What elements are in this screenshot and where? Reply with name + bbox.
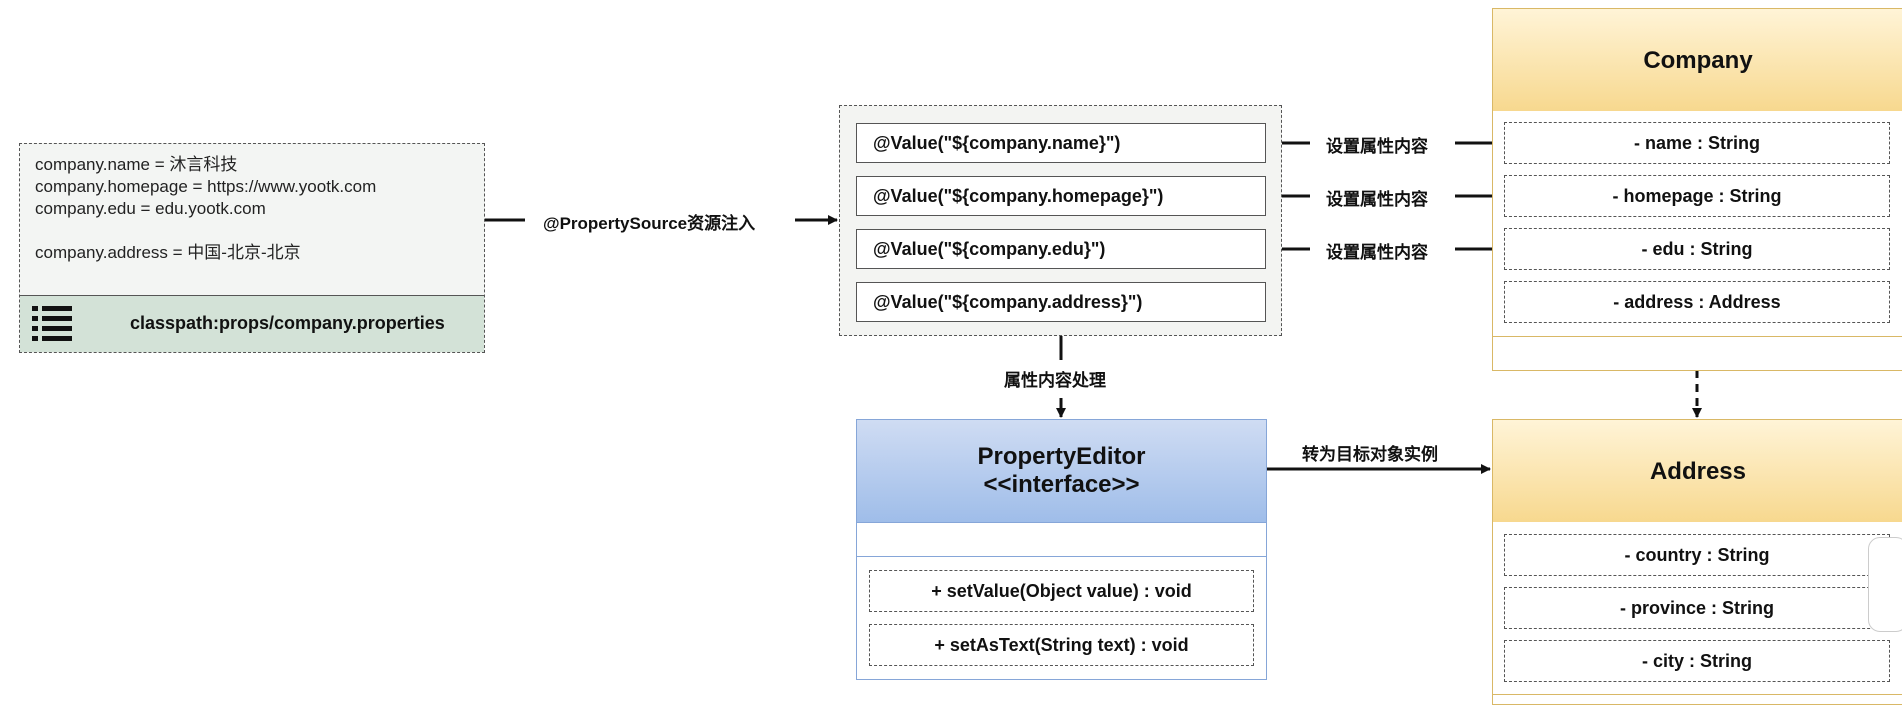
- property-line: company.address = 中国-北京-北京: [35, 243, 301, 262]
- property-editor-title: PropertyEditor: [977, 443, 1146, 470]
- method-set-value: + setValue(Object value) : void: [869, 570, 1254, 612]
- address-member-country: - country : String: [1504, 534, 1890, 576]
- company-member-address: - address : Address: [1504, 281, 1890, 323]
- properties-footer: classpath:props/company.properties: [20, 295, 484, 352]
- value-annotation-name: @Value("${company.name}"): [856, 123, 1266, 163]
- address-class-title: Address: [1492, 419, 1902, 524]
- value-annotation-address: @Value("${company.address}"): [856, 282, 1266, 322]
- property-line: [35, 220, 376, 242]
- property-editor-header: PropertyEditor <<interface>>: [856, 419, 1267, 523]
- value-annotation-group: @Value("${company.name}") @Value("${comp…: [839, 105, 1282, 336]
- list-icon: [32, 306, 72, 341]
- property-line: company.edu = edu.yootk.com: [35, 199, 266, 218]
- address-member-province: - province : String: [1504, 587, 1890, 629]
- company-class-title: Company: [1492, 8, 1902, 113]
- property-editor-divider: [856, 556, 1267, 557]
- property-line: company.homepage = https://www.yootk.com: [35, 177, 377, 196]
- property-line: company.name = 沐言科技: [35, 155, 238, 174]
- set-property-label: 设置属性内容: [1326, 190, 1428, 209]
- company-member-edu: - edu : String: [1504, 228, 1890, 270]
- property-source-label: @PropertySource资源注入: [543, 214, 756, 233]
- classpath-label: classpath:props/company.properties: [130, 313, 445, 333]
- value-annotation-homepage: @Value("${company.homepage}"): [856, 176, 1266, 216]
- company-member-homepage: - homepage : String: [1504, 175, 1890, 217]
- properties-content: company.name = 沐言科技 company.homepage = h…: [35, 154, 376, 264]
- floating-side-widget[interactable]: [1868, 537, 1902, 632]
- value-annotation-edu: @Value("${company.edu}"): [856, 229, 1266, 269]
- set-property-label: 设置属性内容: [1326, 137, 1428, 156]
- properties-file-panel: company.name = 沐言科技 company.homepage = h…: [19, 143, 485, 353]
- process-label: 属性内容处理: [1004, 371, 1106, 390]
- company-class-divider: [1492, 336, 1902, 337]
- convert-label: 转为目标对象实例: [1302, 445, 1438, 464]
- address-member-city: - city : String: [1504, 640, 1890, 682]
- method-set-as-text: + setAsText(String text) : void: [869, 624, 1254, 666]
- address-class-divider: [1492, 694, 1902, 695]
- company-member-name: - name : String: [1504, 122, 1890, 164]
- set-property-label: 设置属性内容: [1326, 243, 1428, 262]
- property-editor-stereotype: <<interface>>: [983, 471, 1140, 498]
